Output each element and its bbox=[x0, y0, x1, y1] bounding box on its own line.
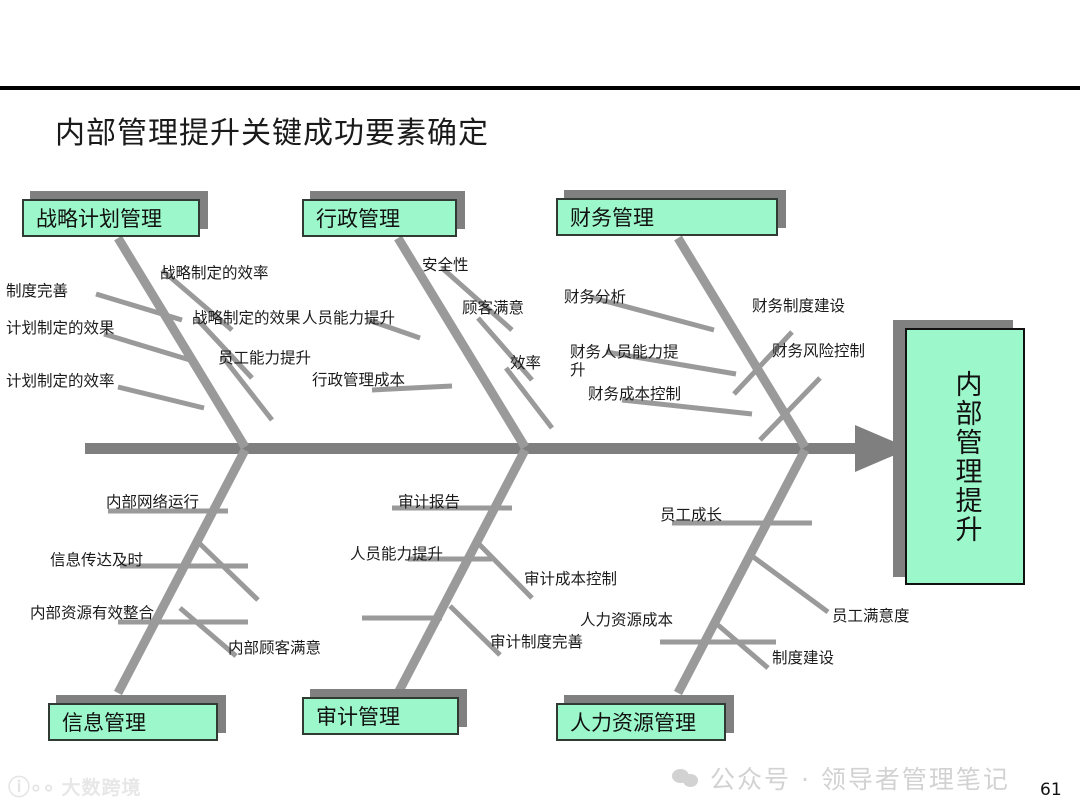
cause-label: 制度建设 bbox=[772, 649, 835, 667]
category-label-strategic-planning: 战略计划管理 bbox=[36, 207, 162, 231]
page-number: 61 bbox=[1040, 780, 1062, 800]
spine-arrowhead bbox=[855, 425, 910, 472]
header-divider bbox=[0, 86, 1080, 90]
subbone-aud-r2 bbox=[448, 604, 502, 657]
subbone-sp-r3 bbox=[220, 354, 274, 422]
subbone-aud-r1 bbox=[474, 539, 534, 600]
subbone-sp-r1 bbox=[160, 268, 234, 332]
subbone-adm-r3 bbox=[504, 366, 554, 430]
cause-label: 计划制定的效果 bbox=[6, 319, 115, 337]
subbone-adm-r2 bbox=[476, 316, 534, 382]
category-label-information: 信息管理 bbox=[62, 711, 146, 735]
box-face: 审计管理 bbox=[302, 697, 459, 735]
box-face: 战略计划管理 bbox=[22, 199, 200, 237]
cause-label: 审计成本控制 bbox=[524, 570, 618, 588]
box-face: 行政管理 bbox=[302, 199, 457, 237]
sub-bones bbox=[95, 266, 830, 670]
cause-label: 内部资源有效整合 bbox=[30, 604, 155, 622]
main-bones bbox=[114, 235, 809, 696]
category-label-human-resources: 人力资源管理 bbox=[570, 711, 696, 735]
spine-line bbox=[85, 443, 880, 454]
watermark-dashukuajing: ⓘ∘∘ 大数跨境 bbox=[8, 770, 142, 802]
bone-strategic-planning bbox=[114, 235, 249, 450]
category-box-human-resources[interactable]: 人力资源管理 bbox=[556, 695, 734, 741]
effect-label: 内部管理提升 bbox=[950, 369, 982, 544]
subbone-inf-r2 bbox=[178, 606, 238, 658]
subbone-fin-l1 bbox=[589, 294, 715, 333]
effect-box-internal-management-improvement[interactable]: 内部管理提升 bbox=[893, 320, 1025, 585]
brand-logo-text: 大数跨境 bbox=[61, 776, 142, 799]
cause-label: 审计报告 bbox=[398, 493, 461, 511]
category-label-finance: 财务管理 bbox=[570, 206, 654, 230]
subbone-inf-r1 bbox=[194, 538, 260, 602]
cause-label: 财务分析 bbox=[564, 288, 627, 306]
subbone-adm-r1 bbox=[440, 266, 514, 332]
cause-label: 人员能力提升 bbox=[350, 545, 444, 563]
cause-label: 制度完善 bbox=[6, 282, 69, 300]
cause-label: 员工能力提升 bbox=[218, 349, 312, 367]
subbone-sp-l1 bbox=[95, 291, 183, 323]
page-title: 内部管理提升关键成功要素确定 bbox=[55, 116, 489, 151]
cause-label: 人员能力提升 bbox=[302, 309, 396, 327]
category-box-strategic-planning[interactable]: 战略计划管理 bbox=[22, 191, 208, 237]
chat-bubble-icon bbox=[672, 767, 702, 789]
subbone-sp-l2 bbox=[103, 331, 191, 363]
cause-label: 财务成本控制 bbox=[588, 385, 682, 403]
subbone-fin-r1 bbox=[732, 330, 794, 396]
cause-label: 财务风险控制 bbox=[772, 342, 866, 360]
cause-label: 安全性 bbox=[422, 256, 469, 274]
subbone-adm-l1 bbox=[367, 317, 421, 341]
category-box-information[interactable]: 信息管理 bbox=[48, 695, 226, 741]
cause-label: 计划制定的效率 bbox=[6, 372, 115, 390]
cause-label: 战略制定的效果 bbox=[192, 309, 301, 327]
cause-label: 财务制度建设 bbox=[752, 297, 846, 315]
subbone-hr-r2 bbox=[716, 623, 770, 670]
watermark-wechat-account: 公众号 · 领导者管理笔记 bbox=[672, 760, 1010, 796]
cause-label: 行政管理成本 bbox=[312, 371, 406, 389]
bone-administration bbox=[394, 235, 529, 450]
box-face: 信息管理 bbox=[48, 703, 218, 741]
subbone-fin-r2 bbox=[758, 376, 822, 442]
box-face: 财务管理 bbox=[556, 198, 778, 236]
cause-label: 顾客满意 bbox=[462, 299, 525, 317]
cause-label: 内部网络运行 bbox=[106, 493, 200, 511]
box-face: 内部管理提升 bbox=[905, 328, 1025, 585]
subbone-hr-r1 bbox=[750, 553, 830, 615]
cause-label: 人力资源成本 bbox=[580, 611, 674, 629]
category-box-administration[interactable]: 行政管理 bbox=[302, 191, 465, 237]
brand-logo-icon: ⓘ∘∘ bbox=[8, 776, 56, 801]
cause-label: 财务人员能力提升 bbox=[570, 343, 679, 379]
category-box-finance[interactable]: 财务管理 bbox=[556, 190, 786, 236]
subbone-fin-l3 bbox=[621, 397, 753, 417]
wechat-account-text: 公众号 · 领导者管理笔记 bbox=[710, 765, 1010, 794]
category-box-audit[interactable]: 审计管理 bbox=[302, 689, 467, 735]
category-label-administration: 行政管理 bbox=[316, 207, 400, 231]
bone-human-resources bbox=[674, 447, 809, 696]
category-label-audit: 审计管理 bbox=[316, 705, 400, 729]
cause-label: 战略制定的效率 bbox=[160, 264, 269, 282]
box-face: 人力资源管理 bbox=[556, 703, 726, 741]
spine-group bbox=[85, 425, 910, 472]
cause-label: 员工成长 bbox=[660, 506, 723, 524]
subbone-sp-r2 bbox=[194, 316, 254, 380]
cause-label: 内部顾客满意 bbox=[228, 639, 322, 657]
bone-audit bbox=[394, 447, 529, 696]
bone-information bbox=[114, 447, 249, 696]
subbone-sp-l3 bbox=[117, 384, 205, 411]
subbone-fin-l2 bbox=[605, 349, 737, 377]
cause-label: 信息传达及时 bbox=[50, 551, 144, 569]
cause-label: 效率 bbox=[510, 354, 542, 372]
subbone-adm-l2 bbox=[371, 383, 453, 393]
cause-label: 员工满意度 bbox=[832, 607, 910, 625]
cause-label: 审计制度完善 bbox=[490, 633, 584, 651]
